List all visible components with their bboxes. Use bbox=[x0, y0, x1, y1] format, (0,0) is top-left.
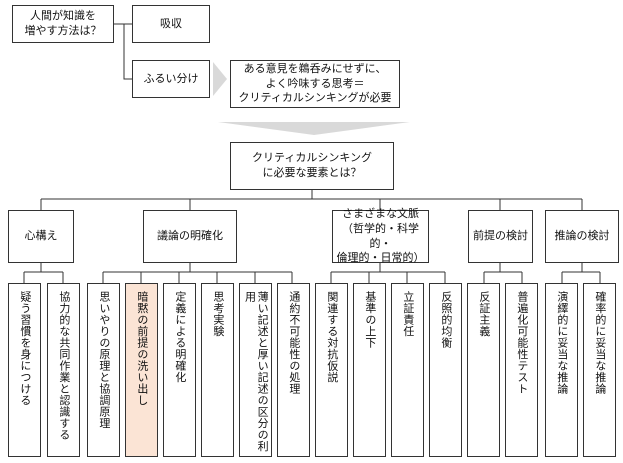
item-thin-thick-description: 薄い記述と厚い記述の区分の利用 bbox=[239, 283, 272, 457]
category-premise: 前提の検討 bbox=[468, 210, 533, 263]
item-reflective-equilibrium: 反照的均衡 bbox=[429, 283, 462, 457]
absorb-box: 吸収 bbox=[132, 5, 210, 43]
item-definition: 定義による明確化 bbox=[163, 283, 196, 457]
item-implicit-premise: 暗黙の前提の洗い出し bbox=[125, 283, 158, 457]
item-doubt-habit: 疑う習慣を身につける bbox=[8, 283, 41, 457]
question-text: 人間が知識を 増やす方法は？ bbox=[24, 9, 102, 37]
absorb-text: 吸収 bbox=[160, 16, 182, 30]
item-charity-principle: 思いやりの原理と協調原理 bbox=[87, 283, 120, 457]
item-rival-hypothesis: 関連する対抗仮説 bbox=[315, 283, 348, 457]
item-incommensurability: 通約不可能性の処理 bbox=[277, 283, 310, 457]
right-arrow-shape bbox=[213, 62, 227, 96]
down-arrow-shape bbox=[218, 122, 410, 135]
category-mindset: 心構え bbox=[8, 210, 74, 263]
root-text: クリティカルシンキング に必要な要素とは？ bbox=[251, 151, 372, 179]
item-deductive-inference: 演繹的に妥当な推論 bbox=[545, 283, 578, 457]
item-burden-of-proof: 立証責任 bbox=[391, 283, 424, 457]
question-box: 人間が知識を 増やす方法は？ bbox=[12, 5, 114, 43]
item-universalizability: 普遍化可能性テスト bbox=[505, 283, 538, 457]
category-inference: 推論の検討 bbox=[545, 210, 619, 263]
item-thought-experiment: 思考実験 bbox=[201, 283, 234, 457]
sift-box: ふるい分け bbox=[132, 60, 210, 98]
item-cooperative-work: 協力的な共同作業と認識する bbox=[47, 283, 80, 457]
explanation-text: ある意見を鵜呑みにせずに、 よく吟味する思考＝ クリティカルシンキングが必要 bbox=[238, 61, 392, 105]
item-probabilistic-inference: 確率的に妥当な推論 bbox=[583, 283, 616, 457]
category-contexts: さまざまな文脈 （哲学的・科学的・ 倫理的・日常的） bbox=[332, 207, 429, 264]
category-clarification: 議論の明確化 bbox=[143, 210, 237, 263]
item-falsificationism: 反証主義 bbox=[467, 283, 500, 457]
explanation-box: ある意見を鵜呑みにせずに、 よく吟味する思考＝ クリティカルシンキングが必要 bbox=[230, 60, 400, 108]
root-box: クリティカルシンキング に必要な要素とは？ bbox=[230, 142, 394, 190]
item-standard-level: 基準の上下 bbox=[353, 283, 386, 457]
sift-text: ふるい分け bbox=[143, 71, 199, 85]
